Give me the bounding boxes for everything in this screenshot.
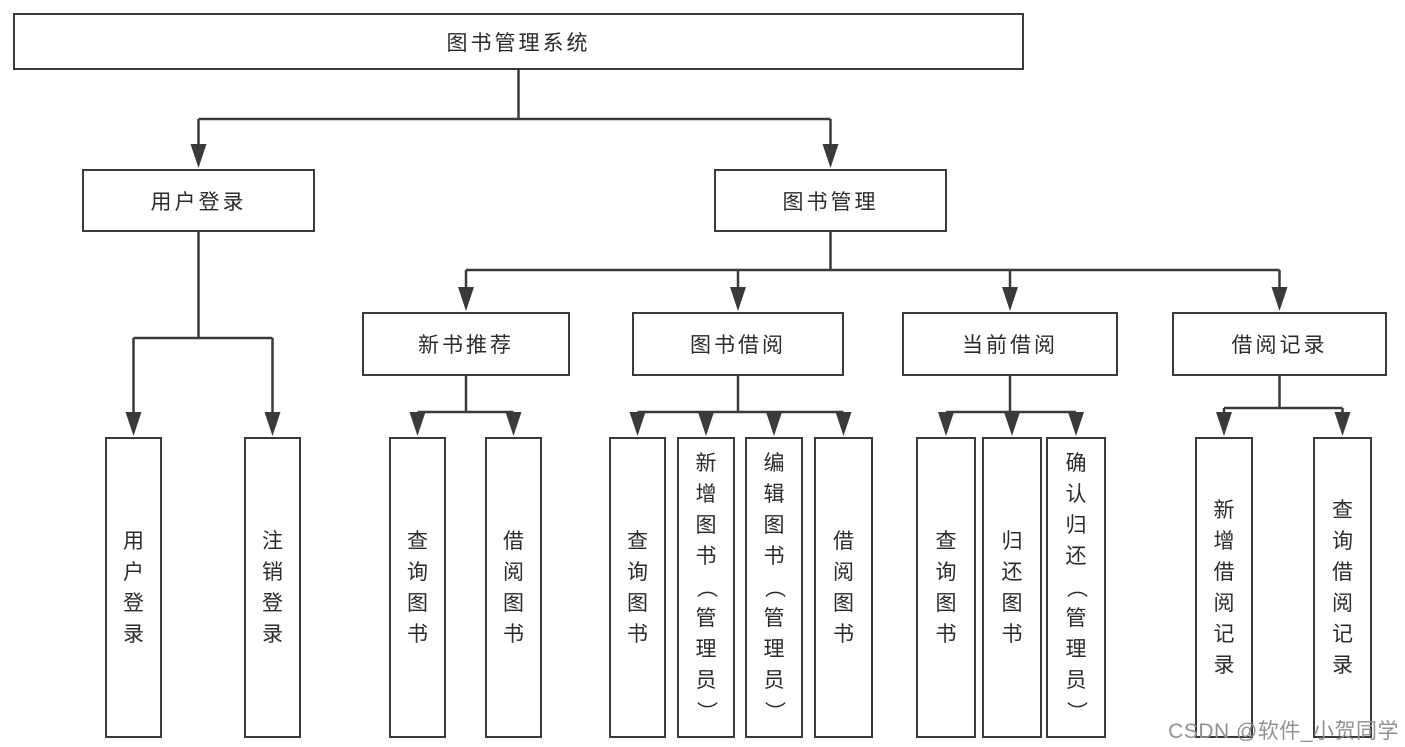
vertical-label-char: 阅: [503, 560, 524, 584]
vertical-label-char: 登: [123, 591, 144, 615]
vertical-label-char: 查: [627, 529, 648, 553]
vertical-label-char: 查: [1332, 498, 1353, 522]
vertical-label-char: （: [762, 577, 786, 598]
vertical-label-char: 书: [503, 622, 524, 646]
vertical-label-char: 借: [1213, 560, 1235, 584]
leaf-query-books-borrowing: 查询图书: [609, 437, 666, 738]
vertical-label-char: 图: [763, 514, 785, 537]
vertical-label-char: 借: [503, 529, 524, 553]
vertical-label-char: 销: [262, 560, 283, 584]
csdn-watermark: CSDN @软件_小贺同学: [1168, 720, 1399, 743]
vertical-label-char: 书: [695, 545, 717, 568]
vertical-label-char: 员: [695, 669, 717, 692]
node-book-borrowing: 图书借阅: [632, 312, 844, 376]
vertical-label-char: 增: [695, 483, 717, 506]
vertical-label-char: 员: [763, 669, 785, 692]
vertical-label-char: 理: [695, 638, 717, 661]
node-user-login: 用户登录: [82, 169, 315, 232]
vertical-label-char: 录: [123, 622, 144, 646]
vertical-label-char: 登: [262, 591, 283, 615]
vertical-label-char: 阅: [1332, 591, 1353, 615]
vertical-label-char: （: [694, 577, 718, 598]
vertical-label-char: 理: [763, 638, 785, 661]
vertical-label-char: 借: [1332, 560, 1353, 584]
vertical-label-char: ）: [1064, 701, 1088, 722]
vertical-label-char: 录: [262, 622, 283, 646]
vertical-label-char: 归: [1001, 529, 1023, 553]
leaf-borrow-books: 借阅图书: [814, 437, 873, 738]
node-current-borrowing: 当前借阅: [902, 312, 1118, 376]
vertical-label-char: 书: [763, 545, 785, 568]
vertical-label-char: 管: [695, 607, 717, 630]
vertical-label-char: 书: [833, 622, 854, 646]
leaf-add-borrow-record: 新增借阅记录: [1195, 437, 1253, 738]
vertical-label-char: 图: [935, 591, 957, 615]
vertical-label-char: 阅: [1213, 591, 1235, 615]
vertical-label-char: 注: [262, 529, 283, 553]
vertical-label-char: 借: [833, 529, 854, 553]
leaf-confirm-return-admin: 确认归还 （ 管理员 ）: [1046, 437, 1106, 738]
connector-arrowheads: [125, 144, 1351, 436]
vertical-label-char: 询: [935, 560, 957, 584]
leaf-borrow-books-recommend: 借阅图书: [485, 437, 542, 738]
vertical-label-char: 图: [407, 591, 428, 615]
leaf-edit-book-admin: 编辑图书 （ 管理员 ）: [745, 437, 803, 738]
node-library-management-system: 图书管理系统: [13, 13, 1024, 70]
node-borrowing-records: 借阅记录: [1172, 312, 1387, 376]
leaf-logout-login: 注销登录: [244, 437, 301, 738]
vertical-label-char: 新: [695, 452, 717, 475]
vertical-label-char: 编: [763, 452, 785, 475]
vertical-label-char: 录: [1332, 653, 1353, 677]
vertical-label-char: 书: [627, 622, 648, 646]
vertical-label-char: 管: [1065, 607, 1087, 630]
vertical-label-char: 书: [1001, 622, 1023, 646]
vertical-label-char: 询: [1332, 529, 1353, 553]
vertical-label-char: 图: [695, 514, 717, 537]
vertical-label-char: 员: [1065, 669, 1087, 692]
leaf-return-books: 归还图书: [982, 437, 1042, 738]
vertical-label-char: 还: [1001, 560, 1023, 584]
vertical-label-char: 户: [123, 560, 144, 584]
vertical-label-char: 阅: [833, 560, 854, 584]
vertical-label-char: 确: [1065, 452, 1087, 475]
vertical-label-char: 新: [1213, 498, 1235, 522]
vertical-label-char: 认: [1065, 483, 1087, 506]
vertical-label-char: 归: [1065, 514, 1087, 537]
vertical-label-char: 书: [407, 622, 428, 646]
node-new-book-recommend: 新书推荐: [362, 312, 570, 376]
vertical-label-char: ）: [694, 701, 718, 722]
vertical-label-char: 查: [407, 529, 428, 553]
vertical-label-char: 图: [833, 591, 854, 615]
leaf-query-books-current: 查询图书: [916, 437, 976, 738]
vertical-label-char: 记: [1213, 622, 1235, 646]
vertical-label-char: 记: [1332, 622, 1353, 646]
vertical-label-char: （: [1064, 577, 1088, 598]
leaf-add-book-admin: 新增图书 （ 管理员 ）: [677, 437, 735, 738]
vertical-label-char: 询: [627, 560, 648, 584]
vertical-label-char: 询: [407, 560, 428, 584]
leaf-query-borrow-record: 查询借阅记录: [1313, 437, 1372, 738]
node-book-management: 图书管理: [714, 169, 947, 232]
vertical-label-char: 图: [503, 591, 524, 615]
vertical-label-char: 录: [1213, 653, 1235, 677]
vertical-label-char: 管: [763, 607, 785, 630]
vertical-label-char: 书: [935, 622, 957, 646]
vertical-label-char: 增: [1213, 529, 1235, 553]
vertical-label-char: 查: [935, 529, 957, 553]
vertical-label-char: 图: [1001, 591, 1023, 615]
vertical-label-char: 用: [123, 529, 144, 553]
vertical-label-char: 还: [1065, 545, 1087, 568]
leaf-user-login: 用户登录: [105, 437, 162, 738]
vertical-label-char: 理: [1065, 638, 1087, 661]
vertical-label-char: 辑: [763, 483, 785, 506]
vertical-label-char: 图: [627, 591, 648, 615]
vertical-label-char: ）: [762, 701, 786, 722]
leaf-query-books-recommend: 查询图书: [389, 437, 446, 738]
